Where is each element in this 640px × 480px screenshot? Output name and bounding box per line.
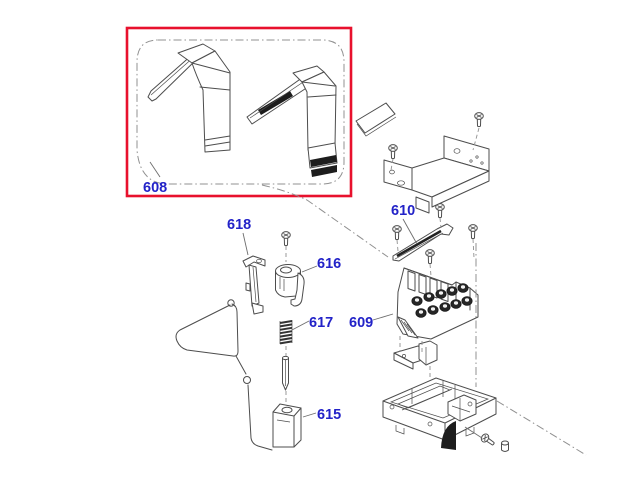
damper-box <box>272 403 302 448</box>
bushing <box>501 440 509 452</box>
highlight-box-608 <box>125 26 389 258</box>
part-label-609: 609 <box>349 315 373 331</box>
leader-lines <box>149 161 483 439</box>
axis-lines <box>285 127 587 456</box>
screw-icon <box>479 432 497 449</box>
cable-guide-rail <box>392 223 454 262</box>
part-label-617: 617 <box>309 315 333 331</box>
screws <box>281 112 509 452</box>
screw-icon <box>435 203 445 219</box>
explosion-axis-to-head <box>261 184 389 258</box>
explosion-boundary <box>136 39 345 185</box>
screw-icon <box>474 112 484 128</box>
print-head <box>396 267 479 340</box>
screw-icon <box>388 144 398 160</box>
part-label-610: 610 <box>391 203 415 219</box>
timing-disk <box>441 421 456 450</box>
head-fastener-bracket <box>393 340 438 370</box>
detect-lever <box>242 255 266 315</box>
ink-ports <box>411 283 473 318</box>
torsion-wire <box>175 299 273 451</box>
ribbon-cable-right <box>246 65 338 177</box>
foam-pad <box>355 102 397 137</box>
red-highlight-rect <box>125 26 353 198</box>
part-label-608: 608 <box>143 180 167 196</box>
part-label-616: 616 <box>317 256 341 272</box>
part-label-618: 618 <box>227 217 251 233</box>
ribbon-cable-left <box>147 43 231 153</box>
screw-icon <box>392 225 402 241</box>
screw-icon <box>425 249 435 265</box>
compression-spring <box>279 320 293 345</box>
pin-rod <box>282 355 289 391</box>
trigger-lever <box>275 264 305 307</box>
carriage-unit <box>382 377 497 450</box>
part-label-615: 615 <box>317 407 341 423</box>
screw-icon <box>281 231 291 247</box>
screw-icon <box>468 224 478 240</box>
part-number-labels: 608 618 616 617 609 610 615 <box>143 180 415 423</box>
holder-bracket <box>383 135 490 214</box>
